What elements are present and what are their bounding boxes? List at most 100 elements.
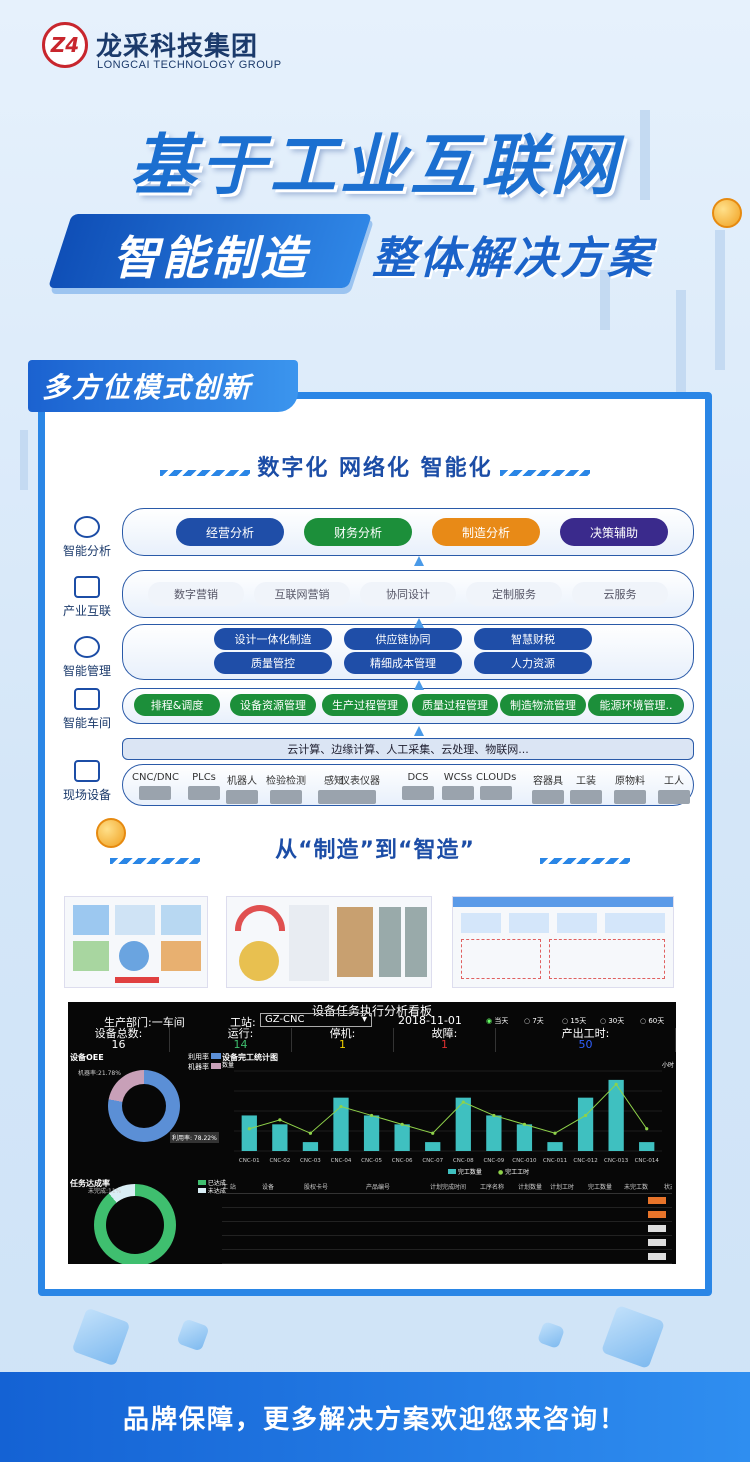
management-item[interactable]: 精细成本管理 — [344, 652, 462, 674]
range-option-4[interactable]: ○ 60天 — [640, 1017, 665, 1025]
industry-item[interactable]: 数字营销 — [148, 582, 244, 606]
device-icon — [226, 790, 258, 804]
bar-CNC-07 — [425, 1142, 441, 1151]
x-tick-CNC-010: CNC-010 — [512, 1158, 537, 1164]
industry-item[interactable]: 协同设计 — [360, 582, 456, 606]
up-arrow-icon — [414, 680, 424, 690]
task-title: 任务达成率 — [70, 1179, 110, 1188]
oee-left-label: 机器率:21.78% — [78, 1070, 121, 1077]
table-header: 工 站设备股权卡号产品编号计划完成时间工序名称计划数量计划工时完工数量未完工数状… — [222, 1180, 672, 1194]
station-select[interactable]: GZ-CNC▾ — [260, 1013, 372, 1027]
workshop-item[interactable]: 能源环境管理.. — [588, 694, 684, 716]
table-header-cell: 设备 — [262, 1184, 275, 1191]
task-donut — [94, 1184, 176, 1264]
device-label: 感知 — [324, 776, 344, 787]
chevron-down-icon: ▾ — [361, 1014, 367, 1025]
kpi-label: 故障: — [431, 1027, 458, 1040]
field-device: CLOUDs — [476, 772, 516, 800]
range-option-2[interactable]: ○ 15天 — [562, 1017, 587, 1025]
coin-decoration-2 — [96, 818, 126, 848]
range-option-0[interactable]: ◉ 当天 — [486, 1017, 509, 1025]
kpi-value: 16 — [111, 1038, 126, 1051]
field-device: DCS — [398, 772, 438, 800]
magnifier-icon — [74, 516, 100, 538]
range-option-1[interactable]: ○ 7天 — [524, 1017, 544, 1025]
industry-item[interactable]: 定制服务 — [466, 582, 562, 606]
chart-legend-2: ● 完工工时 — [498, 1169, 530, 1176]
hero-title: 基于工业互联网 — [130, 127, 620, 204]
table-header-cell: 计划工时 — [550, 1184, 575, 1191]
table-header-cell: 状态 — [664, 1184, 672, 1191]
kpi-label: 产出工时: — [561, 1027, 610, 1040]
device-icon — [344, 790, 376, 804]
workshop-item[interactable]: 质量过程管理 — [412, 694, 498, 716]
line-point-7 — [461, 1100, 465, 1104]
table-row — [222, 1250, 672, 1264]
device-icon — [570, 790, 602, 804]
management-item[interactable]: 人力资源 — [474, 652, 592, 674]
chart-title: 设备完工统计图 — [222, 1053, 278, 1062]
bar-CNC-08 — [455, 1097, 471, 1151]
cube-decoration-4 — [600, 1304, 666, 1370]
field-device: 机器人 — [222, 772, 262, 804]
device-icon — [139, 786, 171, 800]
screenshot-thumb-3 — [452, 896, 674, 988]
device-label: CLOUDs — [476, 772, 517, 783]
device-label: 原物料 — [615, 776, 645, 787]
task-legend-2: 未达成 — [198, 1186, 226, 1195]
up-arrow-icon — [414, 726, 424, 736]
management-item[interactable]: 智慧财税 — [474, 628, 592, 650]
workshop-item[interactable]: 制造物流管理 — [500, 694, 586, 716]
x-tick-CNC-09: CNC-09 — [483, 1158, 504, 1164]
kpi-label: 设备总数: — [94, 1027, 143, 1040]
industry-item[interactable]: 互联网营销 — [254, 582, 350, 606]
device-icon — [480, 786, 512, 800]
device-label: 仪表仪器 — [340, 776, 380, 787]
section-subtitle: 数字化 网络化 智能化 — [257, 456, 493, 481]
line-point-4 — [369, 1113, 374, 1118]
bar-CNC-02 — [272, 1124, 288, 1151]
industry-item[interactable]: 云服务 — [572, 582, 668, 606]
footer-banner: 品牌保障，更多解决方案欢迎您来咨询！ — [0, 1372, 750, 1462]
oee-legend-1: 利用率 — [188, 1052, 222, 1062]
field-device: PLCs — [184, 772, 224, 800]
analysis-pill[interactable]: 制造分析 — [432, 518, 540, 546]
coin-decoration — [712, 198, 742, 228]
kpi-2: 停机:1 — [292, 1028, 394, 1052]
management-item[interactable]: 质量管控 — [214, 652, 332, 674]
oee-title: 设备OEE — [70, 1053, 104, 1062]
task-left-label: 未完成:11% — [88, 1188, 122, 1195]
range-option-3[interactable]: ○ 30天 — [600, 1017, 625, 1025]
line-point-13 — [645, 1127, 649, 1131]
table-row — [222, 1194, 672, 1208]
bar-CNC-05 — [363, 1115, 380, 1151]
x-tick-CNC-011: CNC-011 — [543, 1158, 567, 1164]
line-point-8 — [492, 1113, 496, 1118]
robot-arm-icon — [74, 688, 100, 710]
device-label: WCSs — [443, 772, 473, 783]
status-badge — [648, 1239, 666, 1246]
line-point-2 — [308, 1131, 313, 1135]
status-badge — [648, 1225, 666, 1232]
management-item[interactable]: 供应链协同 — [344, 628, 462, 650]
section-subtitle-2: 从“制造”到“智造” — [275, 838, 475, 863]
workshop-item[interactable]: 生产过程管理 — [322, 694, 408, 716]
dashboard-title: 设备任务执行分析看板 — [311, 1004, 432, 1018]
device-icon — [188, 786, 220, 800]
device-icon — [270, 790, 302, 804]
table-header-cell: 计划完成时间 — [430, 1184, 467, 1191]
analysis-pill[interactable]: 经营分析 — [176, 518, 284, 546]
analysis-pill[interactable]: 财务分析 — [304, 518, 412, 546]
x-tick-CNC-03: CNC-03 — [300, 1158, 321, 1164]
up-arrow-icon — [414, 556, 424, 566]
device-icon — [658, 790, 690, 804]
x-tick-CNC-014: CNC-014 — [635, 1158, 660, 1164]
range-label: 当天 — [494, 1017, 509, 1025]
device-icon — [532, 790, 564, 804]
workshop-item[interactable]: 排程&调度 — [134, 694, 220, 716]
management-item[interactable]: 设计一体化制造 — [214, 628, 332, 650]
workshop-item[interactable]: 设备资源管理 — [230, 694, 316, 716]
table-row — [222, 1222, 672, 1236]
row-cloud: 云计算、边缘计算、人工采集、云处理、物联网... — [122, 738, 694, 760]
analysis-pill[interactable]: 决策辅助 — [560, 518, 668, 546]
